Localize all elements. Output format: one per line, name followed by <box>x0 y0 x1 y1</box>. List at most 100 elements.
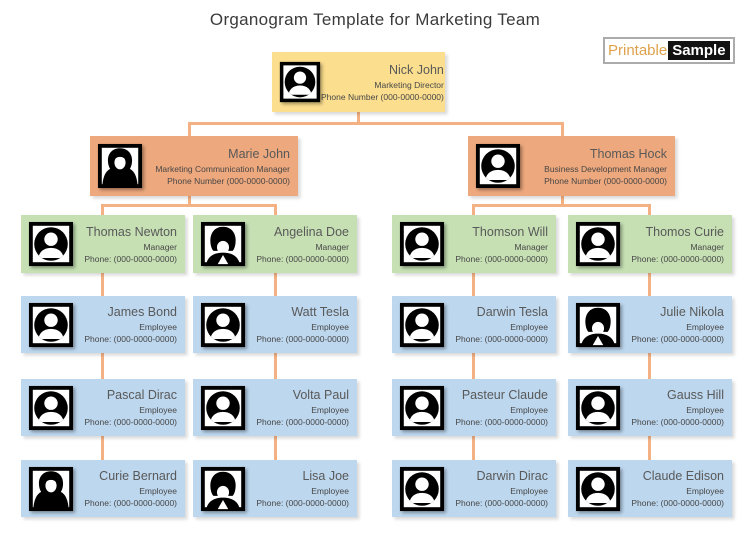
person-phone: Phone: (000-0000-0000) <box>84 417 177 427</box>
person-name: Darwin Dirac <box>476 469 548 483</box>
person-name: Volta Paul <box>292 388 349 402</box>
connector-line <box>648 272 651 298</box>
person-phone: Phone: (000-0000-0000) <box>631 334 724 344</box>
person-phone: Phone: (000-0000-0000) <box>84 334 177 344</box>
card-text: Lisa Joe Employee Phone: (000-0000-0000) <box>246 468 357 509</box>
person-name: Nick John <box>388 62 444 77</box>
card-text: Curie Bernard Employee Phone: (000-0000-… <box>74 468 185 509</box>
connector-line <box>101 204 277 207</box>
connector-line <box>101 435 104 462</box>
card-text: Thomson Will Manager Phone: (000-0000-00… <box>445 224 556 265</box>
card-text: Julie Nikola Employee Phone: (000-0000-0… <box>621 304 732 345</box>
card-text: Marie John Marketing Communication Manag… <box>143 146 298 187</box>
person-role: Manager <box>514 241 548 252</box>
person-name: Pascal Dirac <box>106 388 177 402</box>
employee-card: Claude Edison Employee Phone: (000-0000-… <box>568 460 732 517</box>
connector-line <box>472 272 475 298</box>
page-title: Organogram Template for Marketing Team <box>209 10 541 29</box>
connector-line <box>274 204 277 217</box>
manager-card: Marie John Marketing Communication Manag… <box>90 136 298 196</box>
person-role: Marketing Director <box>374 79 444 90</box>
person-name: Lisa Joe <box>302 469 349 483</box>
card-text: Angelina Doe Manager Phone: (000-0000-00… <box>246 224 357 265</box>
person-name: Darwin Tesla <box>476 305 548 319</box>
card-text: Pascal Dirac Employee Phone: (000-0000-0… <box>74 387 185 428</box>
male-avatar-icon <box>200 385 246 431</box>
employee-card: Lisa Joe Employee Phone: (000-0000-0000) <box>193 460 357 517</box>
person-role: Manager <box>690 241 724 252</box>
person-name: Julie Nikola <box>660 305 724 319</box>
person-name: Thomas Hock <box>589 146 667 161</box>
male-avatar-icon <box>575 385 621 431</box>
person-role: Employee <box>686 486 724 496</box>
employee-card: Gauss Hill Employee Phone: (000-0000-000… <box>568 379 732 436</box>
person-phone: Phone Number (000-0000-0000) <box>321 91 444 102</box>
male-avatar-icon <box>28 221 74 267</box>
person-role: Employee <box>510 405 548 415</box>
lead-card: Thomas Newton Manager Phone: (000-0000-0… <box>21 215 185 273</box>
person-role: Business Development Manager <box>544 163 667 174</box>
card-text: Pasteur Claude Employee Phone: (000-0000… <box>445 387 556 428</box>
lead-card: Angelina Doe Manager Phone: (000-0000-00… <box>193 215 357 273</box>
connector-line <box>472 204 475 217</box>
connector-line <box>561 194 564 207</box>
person-name: James Bond <box>107 305 177 319</box>
connector-line <box>472 352 475 381</box>
person-role: Marketing Communication Manager <box>155 163 290 174</box>
printable-sample-logo: Printable Sample <box>603 37 735 64</box>
connector-line <box>101 352 104 381</box>
person-phone: Phone: (000-0000-0000) <box>84 498 177 508</box>
connector-line <box>357 111 360 124</box>
person-role: Employee <box>686 405 724 415</box>
person-phone: Phone: (000-0000-0000) <box>256 334 349 344</box>
male-avatar-icon <box>28 302 74 348</box>
male-avatar-icon <box>28 385 74 431</box>
person-name: Pasteur Claude <box>461 388 548 402</box>
person-phone: Phone: (000-0000-0000) <box>455 334 548 344</box>
card-text: Watt Tesla Employee Phone: (000-0000-000… <box>246 304 357 345</box>
person-phone: Phone Number (000-0000-0000) <box>167 175 290 186</box>
male-avatar-icon <box>399 466 445 512</box>
employee-card: Darwin Tesla Employee Phone: (000-0000-0… <box>392 296 556 353</box>
connector-line <box>188 122 191 138</box>
connector-line <box>188 122 564 125</box>
manager-card: Thomas Hock Business Development Manager… <box>468 136 675 196</box>
logo-word-printable: Printable <box>608 42 668 59</box>
connector-line <box>561 122 564 138</box>
logo-word-sample: Sample <box>668 41 730 60</box>
connector-line <box>648 204 651 217</box>
person-phone: Phone: (000-0000-0000) <box>631 498 724 508</box>
person-phone: Phone: (000-0000-0000) <box>631 253 724 264</box>
male-avatar-icon <box>575 221 621 267</box>
employee-card: Darwin Dirac Employee Phone: (000-0000-0… <box>392 460 556 517</box>
person-name: Marie John <box>228 146 290 161</box>
person-name: Thomas Newton <box>85 224 177 239</box>
person-name: Gauss Hill <box>667 388 724 402</box>
connector-line <box>274 435 277 462</box>
female-long-hair-avatar-icon <box>97 143 143 189</box>
connector-line <box>472 204 651 207</box>
person-phone: Phone: (000-0000-0000) <box>256 498 349 508</box>
connector-line <box>101 272 104 298</box>
connector-line <box>274 272 277 298</box>
card-text: Darwin Tesla Employee Phone: (000-0000-0… <box>445 304 556 345</box>
connector-line <box>101 204 104 217</box>
card-text: Darwin Dirac Employee Phone: (000-0000-0… <box>445 468 556 509</box>
lead-card: Thomson Will Manager Phone: (000-0000-00… <box>392 215 556 273</box>
female-bob-avatar-icon <box>200 466 246 511</box>
person-name: Claude Edison <box>642 469 724 483</box>
person-role: Employee <box>510 486 548 496</box>
male-avatar-icon <box>200 302 246 348</box>
employee-card: Pasteur Claude Employee Phone: (000-0000… <box>392 379 556 436</box>
director-card: Nick John Marketing Director Phone Numbe… <box>272 52 445 112</box>
card-text: Volta Paul Employee Phone: (000-0000-000… <box>246 387 357 428</box>
person-phone: Phone Number (000-0000-0000) <box>544 175 667 186</box>
male-avatar-icon <box>399 302 445 348</box>
person-phone: Phone: (000-0000-0000) <box>84 253 177 264</box>
card-text: Thomos Curie Manager Phone: (000-0000-00… <box>621 224 732 265</box>
person-phone: Phone: (000-0000-0000) <box>631 417 724 427</box>
female-bob-avatar-icon <box>575 302 621 347</box>
card-text: Thomas Hock Business Development Manager… <box>521 146 675 187</box>
person-name: Thomos Curie <box>645 224 725 239</box>
